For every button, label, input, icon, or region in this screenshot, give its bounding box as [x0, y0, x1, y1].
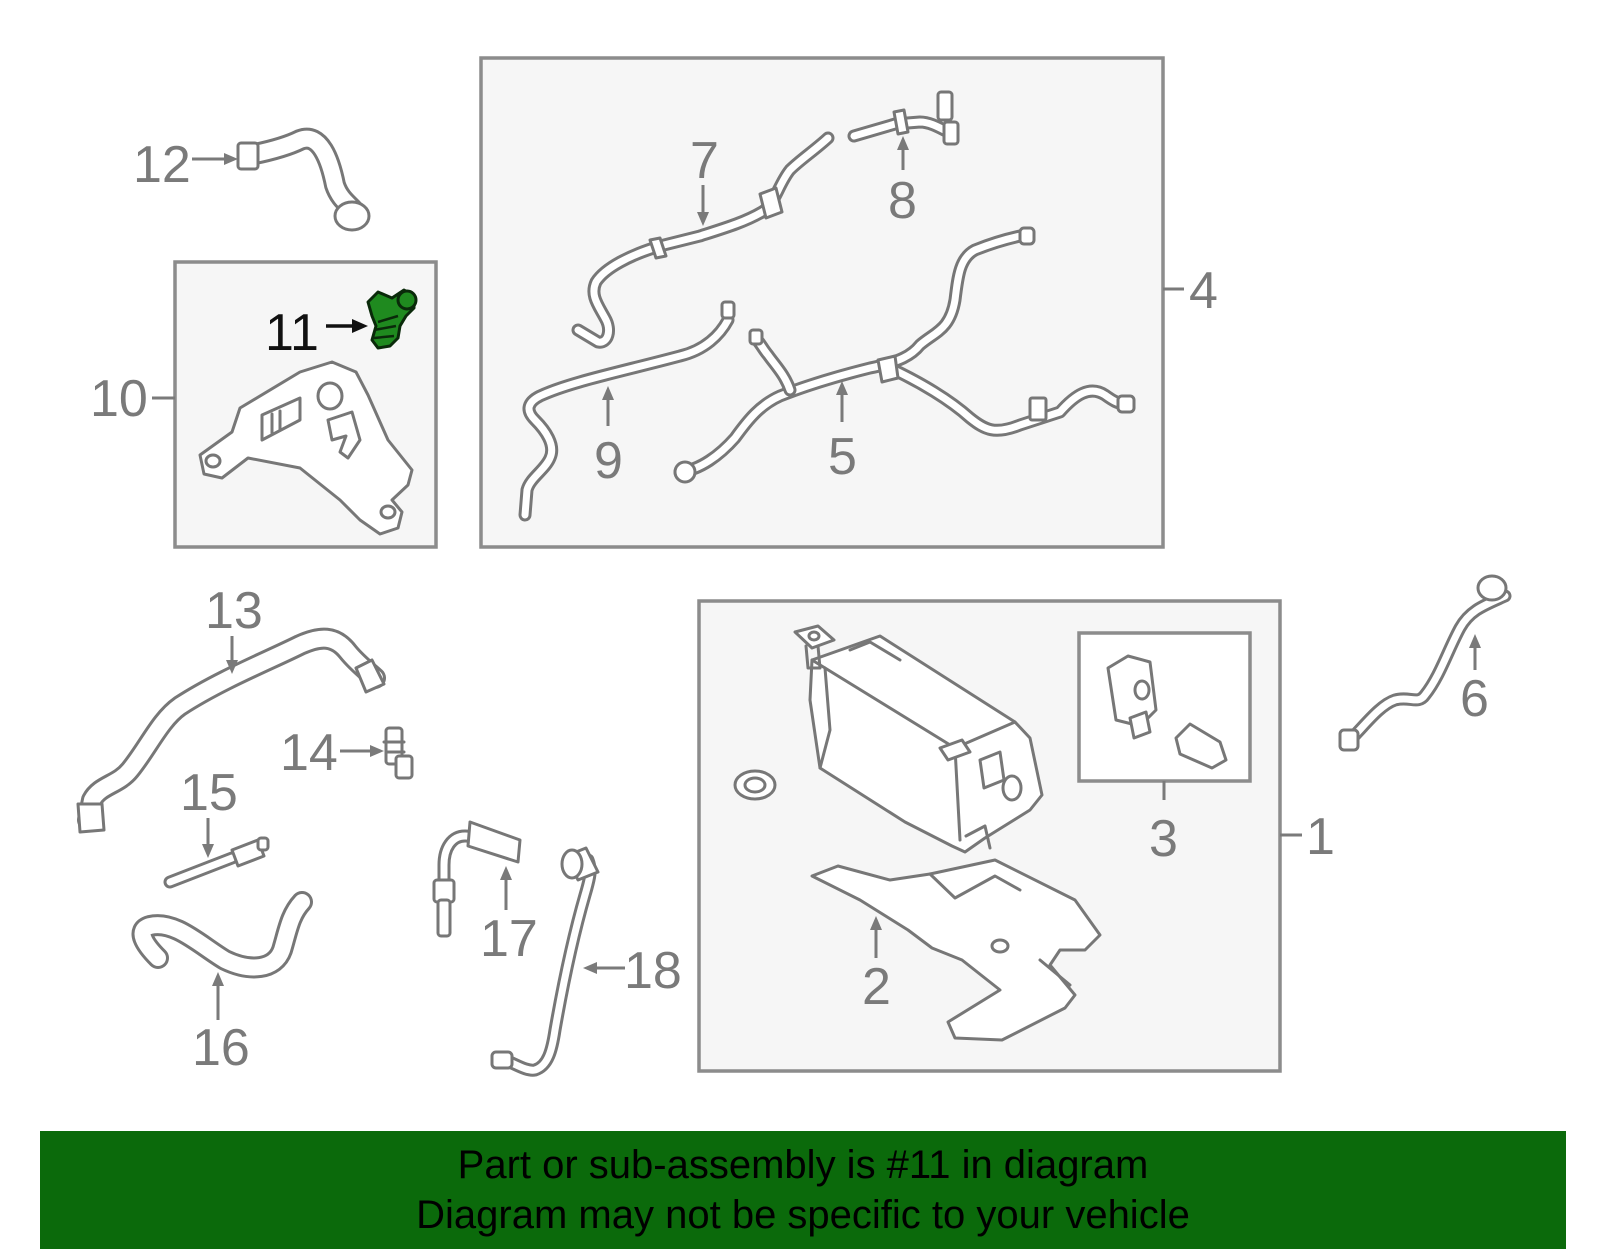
callout-5: 5 [828, 428, 857, 486]
callout-18: 18 [624, 942, 682, 1000]
part-16-hose [131, 891, 313, 979]
callout-7-group: 7 [690, 132, 719, 226]
part-5-line [673, 226, 1136, 484]
part-10-bracket [198, 360, 414, 536]
part-1-grommet [733, 769, 777, 801]
callout-4-group: 4 [1163, 262, 1218, 320]
part-9-line [518, 300, 736, 522]
callout-13-group: 13 [205, 582, 263, 674]
callout-13: 13 [205, 582, 263, 640]
callout-9-group: 9 [594, 386, 623, 490]
callout-9: 9 [594, 432, 623, 490]
callout-2-group: 2 [862, 916, 891, 1016]
callout-16-group: 16 [192, 972, 250, 1077]
part-3-filter [1106, 654, 1228, 770]
callout-17-group: 17 [480, 866, 538, 968]
callout-10-group: 10 [90, 370, 175, 428]
banner-line-1: Part or sub-assembly is #11 in diagram [457, 1143, 1149, 1187]
part-18-sensor [490, 846, 600, 1077]
callout-18-group: 18 [583, 942, 682, 1000]
callout-2: 2 [862, 958, 891, 1016]
part-8-connector [847, 90, 960, 146]
callout-10: 10 [90, 370, 148, 428]
callout-14-group: 14 [280, 724, 384, 782]
banner-line-2: Diagram may not be specific to your vehi… [416, 1193, 1190, 1237]
callout-1: 1 [1306, 808, 1335, 866]
callout-6-group: 6 [1460, 634, 1489, 728]
callout-15-group: 15 [180, 764, 238, 858]
callout-12-group: 12 [133, 136, 238, 194]
callout-5-group: 5 [828, 381, 857, 486]
part-11-sensor-highlighted [366, 288, 418, 350]
callout-4: 4 [1189, 262, 1218, 320]
part-12-hose [236, 127, 371, 232]
part-17-sensor [432, 820, 522, 938]
part-6-sensor [1338, 574, 1512, 752]
callout-12: 12 [133, 136, 191, 194]
callout-7: 7 [690, 132, 719, 190]
callout-11-group: 11 [265, 304, 368, 362]
part-15-sensor [163, 836, 270, 889]
callout-3: 3 [1149, 810, 1178, 868]
part-7-line [571, 131, 835, 349]
part-14-valve [382, 726, 414, 780]
info-banner: Part or sub-assembly is #11 in diagram D… [40, 1131, 1566, 1249]
assembly-box-4 [479, 56, 1165, 549]
callout-8: 8 [888, 172, 917, 230]
part-13-hose [76, 627, 386, 834]
callout-6: 6 [1460, 670, 1489, 728]
callout-11: 11 [265, 304, 319, 362]
callout-3-group: 3 [1149, 781, 1178, 868]
part-2-bracket [810, 858, 1102, 1042]
part-1-canister [793, 624, 1044, 854]
callout-16: 16 [192, 1019, 250, 1077]
callout-15: 15 [180, 764, 238, 822]
callout-14: 14 [280, 724, 338, 782]
callout-8-group: 8 [888, 136, 917, 230]
callout-17: 17 [480, 910, 538, 968]
callout-1-group: 1 [1280, 808, 1335, 866]
